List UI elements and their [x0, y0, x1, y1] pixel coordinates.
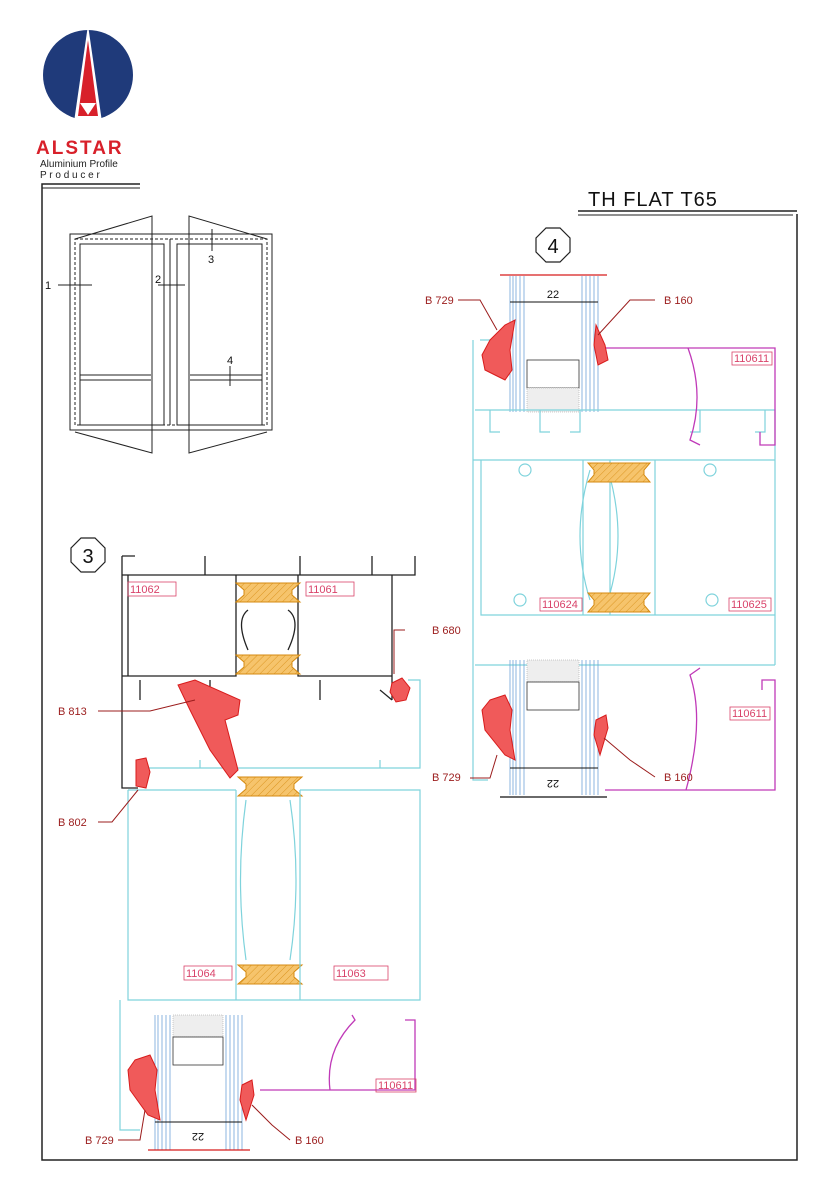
elevation-mark-1: 1	[45, 280, 51, 292]
logo-tagline: Aluminium Profile	[40, 159, 118, 170]
profile-code-11062: 11062	[130, 584, 160, 596]
label-b729-detail3: B 729	[85, 1135, 114, 1147]
leader-line	[393, 629, 405, 674]
detail-4: 4 22 2	[458, 227, 776, 798]
label-b680: B 680	[432, 625, 461, 637]
profile-code-11063: 11063	[336, 968, 366, 980]
label-b802: B 802	[58, 817, 87, 829]
detail-3-number: 3	[82, 546, 93, 568]
gasket	[481, 319, 609, 761]
label-b729-bottom: B 729	[432, 772, 461, 784]
elevation-mark-3: 3	[208, 254, 214, 266]
detail-3-dimension-bottom: 22	[192, 1130, 204, 1142]
thermal-break	[234, 582, 304, 985]
detail-4-number: 4	[547, 236, 558, 258]
detail-4-dimension-top: 22	[547, 289, 559, 301]
sheet-border	[41, 183, 798, 1161]
profile-code-11064: 11064	[186, 968, 216, 980]
gasket	[127, 677, 411, 1122]
elevation-mark-2: 2	[155, 274, 161, 286]
alstar-logo: ALSTAR Aluminium Profile P r o d u c e r	[36, 25, 133, 181]
detail-4-badge	[535, 227, 571, 263]
detail-3: 3 22	[70, 537, 421, 1151]
leader-line	[458, 299, 498, 331]
thermal-break	[586, 462, 652, 613]
label-b160-top: B 160	[664, 295, 693, 307]
detail-3-badge	[70, 537, 106, 573]
profile-code-110611-detail3: 110611	[378, 1080, 413, 1092]
logo-tagline-2: P r o d u c e r	[40, 170, 101, 181]
label-b160-detail3: B 160	[295, 1135, 324, 1147]
profile-code-110611: 110611	[734, 353, 769, 365]
elevation-mark-4: 4	[227, 355, 233, 367]
window-elevation	[58, 215, 273, 454]
drawing-title: TH FLAT T65	[588, 189, 718, 211]
profile-code-110625: 110625	[731, 599, 767, 611]
label-b160-bottom: B 160	[664, 772, 693, 784]
profile-code-11061: 11061	[308, 584, 338, 596]
logo-brand: ALSTAR	[36, 138, 124, 159]
label-b729-top: B 729	[425, 295, 454, 307]
spacer	[526, 359, 580, 389]
profile-code-110611-bottom: 110611	[732, 708, 767, 720]
detail-4-dimension-bottom: 22	[547, 777, 559, 789]
label-b813: B 813	[58, 706, 87, 718]
profile-code-110624: 110624	[542, 599, 578, 611]
